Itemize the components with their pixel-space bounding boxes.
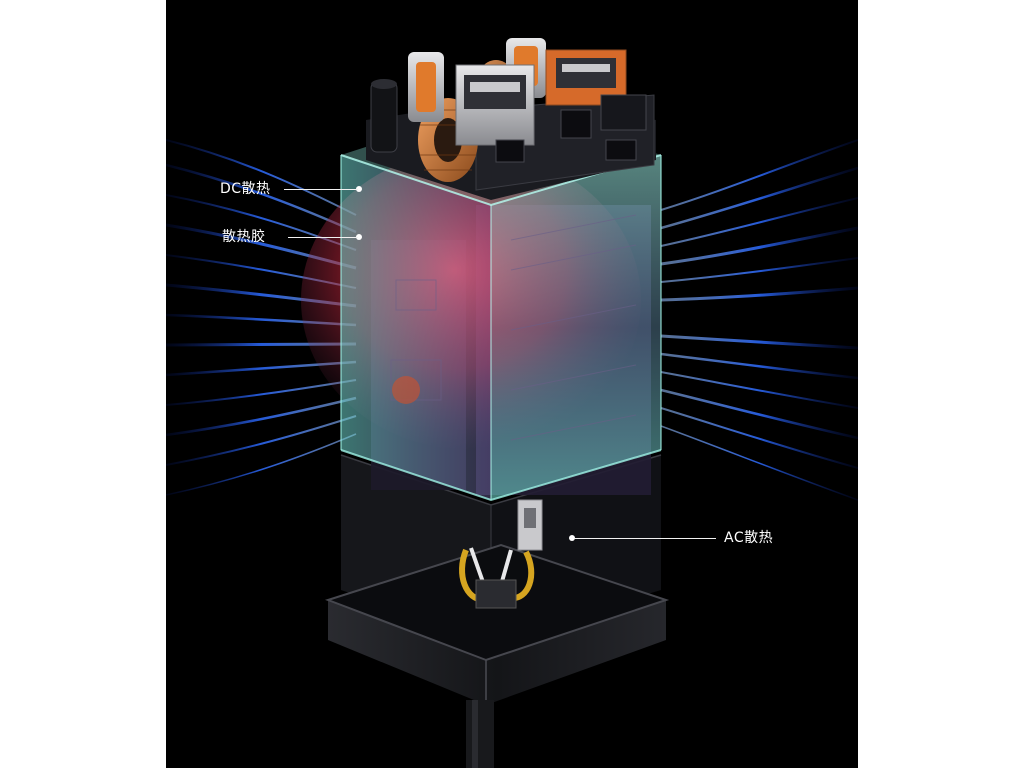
ac-prong-icon [459, 499, 543, 609]
product-render-panel: DC散热 散热胶 AC散热 [166, 0, 858, 768]
usb-a-port-icon [455, 49, 627, 146]
thermal-gel-leader-line [288, 237, 358, 238]
dc-electronics [366, 38, 656, 200]
thermal-gel-marker [356, 234, 362, 240]
ac-cooling-marker [569, 535, 575, 541]
capacitor-icon [370, 79, 398, 153]
dc-cooling-label: DC散热 [220, 181, 271, 197]
dc-cooling-leader-line [284, 189, 358, 190]
airflow-left [166, 139, 357, 496]
dc-cooling-marker [356, 186, 362, 192]
ac-housing [324, 454, 670, 768]
thermal-glass-block [301, 105, 662, 502]
airflow-right [660, 139, 858, 501]
thermal-gel-label: 散热胶 [222, 229, 266, 245]
charger-cutaway-render [166, 38, 858, 768]
ac-cooling-leader-line [574, 538, 716, 539]
ac-cooling-label: AC散热 [724, 530, 774, 546]
